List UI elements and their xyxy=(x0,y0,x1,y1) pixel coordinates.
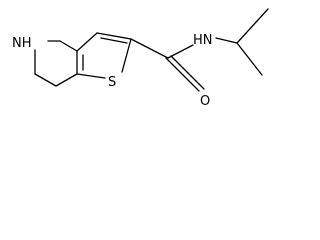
bond-ch-ch3-top xyxy=(236,8,269,44)
bond-c7-c7a xyxy=(55,73,78,87)
structure-canvas: NH S HN O xyxy=(0,0,271,116)
atom-label-s: S xyxy=(108,75,116,90)
bond-c2-s xyxy=(121,38,132,73)
bond-c3-c2-double xyxy=(100,37,128,44)
bond-s-c7a xyxy=(76,73,106,79)
bond-c3a-c3 xyxy=(76,32,98,52)
bond-carbonyl-o-a xyxy=(165,57,200,92)
bond-carbonyl-o-b xyxy=(170,55,205,90)
atom-label-hn: HN xyxy=(193,33,213,48)
bond-c6-c7 xyxy=(34,73,57,87)
molecule-diagram: NH S HN O xyxy=(12,8,269,109)
bond-c2-carbonyl xyxy=(130,38,169,59)
atom-label-o: O xyxy=(200,94,210,109)
atom-label-nh: NH xyxy=(12,36,32,51)
bond-c3-c2 xyxy=(96,32,132,40)
bond-n-ch xyxy=(215,37,238,44)
bond-carbonyl-n xyxy=(167,44,194,59)
bond-ch-ch3-bottom xyxy=(236,42,263,76)
bond-c3a-c4 xyxy=(59,40,78,52)
